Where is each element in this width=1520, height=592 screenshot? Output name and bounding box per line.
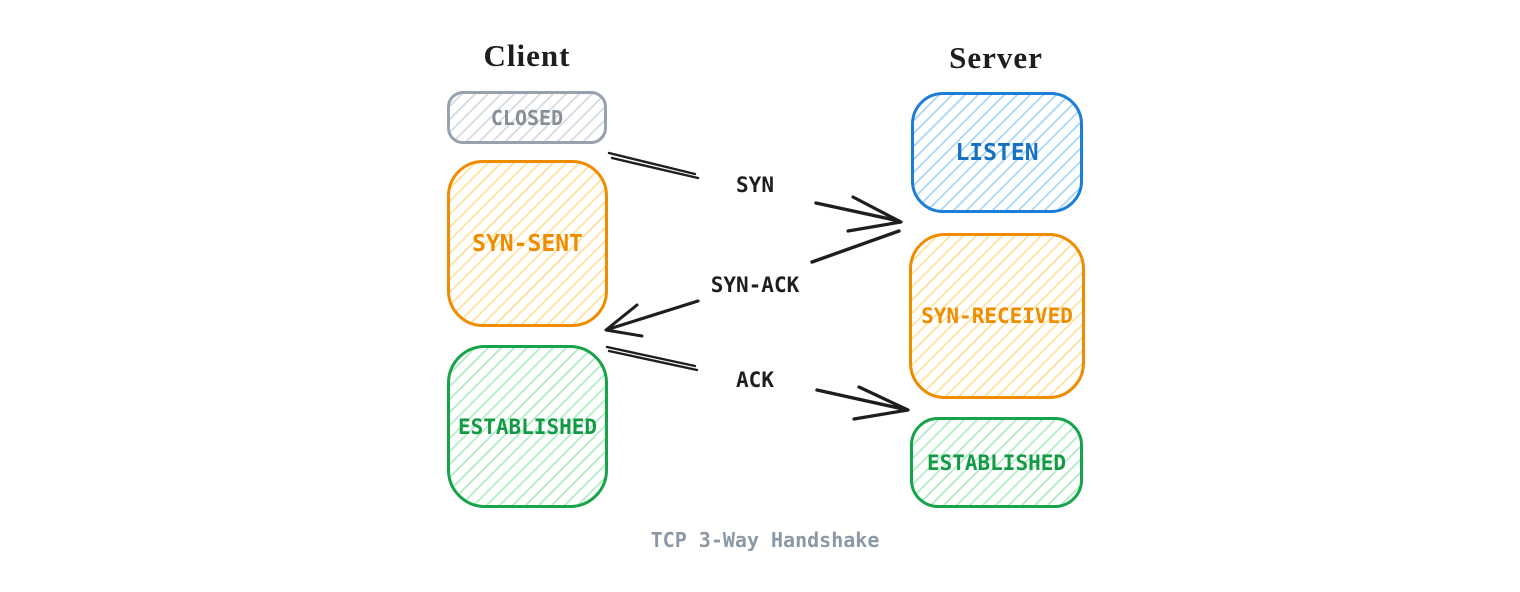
message-label-syn: SYN <box>736 173 774 197</box>
state-label: ESTABLISHED <box>457 414 598 439</box>
state-box-server-established: ESTABLISHED <box>910 417 1083 508</box>
column-title-server: Server <box>949 40 1043 75</box>
state-box-server-syn-received: SYN-RECEIVED <box>909 233 1085 399</box>
state-box-client-syn-sent: SYN-SENT <box>447 160 608 327</box>
diagram-caption: TCP 3-Way Handshake <box>650 528 880 552</box>
state-label: ESTABLISHED <box>926 450 1067 475</box>
column-title-client: Client <box>483 38 571 73</box>
message-label-syn-ack: SYN-ACK <box>710 273 800 297</box>
state-box-client-closed: CLOSED <box>447 91 607 144</box>
state-label: LISTEN <box>955 139 1039 166</box>
state-label: CLOSED <box>490 105 564 130</box>
state-label: SYN-RECEIVED <box>921 304 1073 328</box>
state-label: SYN-SENT <box>472 230 583 257</box>
message-label-ack: ACK <box>736 368 774 392</box>
state-box-server-listen: LISTEN <box>911 92 1083 213</box>
state-box-client-established: ESTABLISHED <box>447 345 608 508</box>
